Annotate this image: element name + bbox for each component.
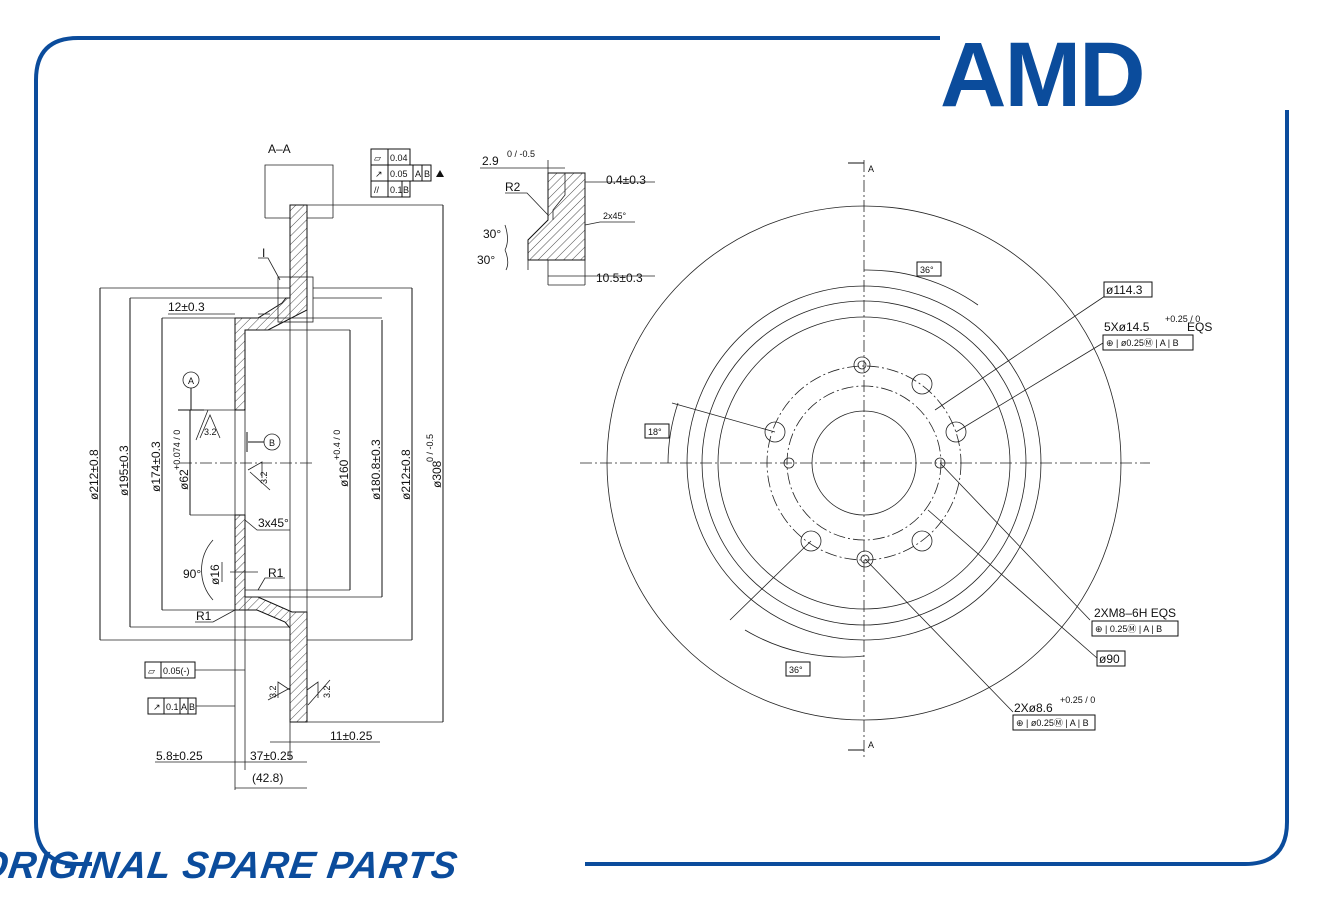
svg-text:EQS: EQS — [1187, 320, 1212, 334]
svg-text:+0.25 / 0: +0.25 / 0 — [1060, 695, 1095, 705]
detail-box — [277, 276, 314, 323]
svg-text:⊕ | ø0.25Ⓜ | A | B: ⊕ | ø0.25Ⓜ | A | B — [1106, 338, 1179, 348]
dim-d180: ø180.8±0.3 — [369, 439, 383, 500]
svg-text:3.2: 3.2 — [322, 685, 332, 698]
m8-holes — [783, 457, 946, 469]
dim-d160: ø160 — [337, 459, 351, 487]
svg-text:R1: R1 — [196, 609, 212, 623]
svg-text:A: A — [181, 702, 187, 712]
svg-text:2XM8–6H EQS: 2XM8–6H EQS — [1094, 606, 1176, 620]
locating-holes — [853, 356, 874, 568]
svg-text:0.05: 0.05 — [390, 169, 408, 179]
svg-text:2Xø8.6: 2Xø8.6 — [1014, 701, 1053, 715]
svg-text:A: A — [415, 169, 421, 179]
svg-text:3.2: 3.2 — [268, 685, 278, 698]
dim-d212-left: ø212±0.8 — [87, 449, 101, 500]
svg-text:ø16: ø16 — [208, 564, 222, 585]
dim-d62: ø62 — [177, 469, 191, 490]
dim-d308: ø308 — [430, 460, 444, 488]
svg-text://: // — [374, 185, 380, 195]
svg-text:11±0.25: 11±0.25 — [330, 729, 373, 743]
svg-text:↗: ↗ — [375, 169, 383, 179]
dim-d160-tol: +0.4 / 0 — [332, 430, 342, 460]
svg-text:0.05(-): 0.05(-) — [163, 666, 190, 676]
frame-border — [34, 36, 1289, 866]
dim-d62-tol: +0.074 / 0 — [172, 430, 182, 470]
svg-text:5.8±0.25: 5.8±0.25 — [156, 749, 203, 763]
svg-text:0.04: 0.04 — [390, 153, 408, 163]
svg-text:⊕ | ø0.25Ⓜ | A | B: ⊕ | ø0.25Ⓜ | A | B — [1016, 718, 1089, 728]
section-title: A–A — [268, 142, 291, 156]
svg-text:A: A — [188, 376, 194, 386]
dim-d212-right: ø212±0.8 — [399, 449, 413, 500]
svg-text:18°: 18° — [648, 427, 662, 437]
svg-text:2.9: 2.9 — [482, 154, 499, 168]
center-bore — [811, 410, 917, 516]
svg-text:B: B — [424, 169, 430, 179]
svg-text:+0.25 / 0: +0.25 / 0 — [1165, 314, 1200, 324]
svg-text:I: I — [262, 246, 265, 260]
rotor-section-upper — [234, 204, 308, 411]
svg-text:3.2: 3.2 — [259, 471, 269, 484]
svg-text:36°: 36° — [920, 265, 934, 275]
svg-text:0.4±0.3: 0.4±0.3 — [606, 173, 646, 187]
svg-text:3.2: 3.2 — [204, 427, 217, 437]
svg-text:36°: 36° — [789, 665, 803, 675]
dim-d174: ø174±0.3 — [149, 441, 163, 492]
svg-text:10.5±0.3: 10.5±0.3 — [596, 271, 643, 285]
svg-text:(42.8): (42.8) — [252, 771, 283, 785]
detail-view: 2.9 0 / -0.5 R2 30° 30° 0.4±0.3 2x45° 10… — [477, 149, 655, 286]
svg-text:▱: ▱ — [374, 153, 381, 163]
amd-logo: AMD — [940, 24, 1144, 126]
svg-text:A: A — [868, 740, 874, 750]
svg-text:0.1: 0.1 — [166, 702, 179, 712]
svg-text:30°: 30° — [477, 253, 495, 267]
svg-text:2x45°: 2x45° — [603, 211, 627, 221]
front-view: A A 36° 18° 36° ø114.3 5Xø14.5 +0.25 / 0… — [580, 160, 1212, 760]
svg-text:B: B — [269, 438, 275, 448]
svg-text:37±0.25: 37±0.25 — [250, 749, 294, 763]
svg-text:A: A — [868, 164, 874, 174]
svg-text:5Xø14.5: 5Xø14.5 — [1104, 320, 1150, 334]
dim-d195: ø195±0.3 — [117, 445, 131, 496]
svg-text:B: B — [189, 702, 195, 712]
svg-text:0 / -0.5: 0 / -0.5 — [507, 149, 535, 159]
bolt-circle — [766, 365, 962, 561]
svg-text:30°: 30° — [483, 227, 501, 241]
fcf-flatness: ▱ 0.05(-) — [144, 661, 245, 679]
svg-text:ø114.3: ø114.3 — [1106, 283, 1143, 297]
dim-w12: 12±0.3 — [168, 300, 205, 314]
svg-text:ø90: ø90 — [1099, 652, 1120, 666]
tagline: ORIGINAL SPARE PARTS — [0, 844, 461, 887]
svg-text:R2: R2 — [505, 180, 521, 194]
dim-d308-tol: 0 / -0.5 — [425, 434, 435, 462]
svg-text:B: B — [403, 185, 409, 195]
svg-text:⊕ | 0.25Ⓜ | A | B: ⊕ | 0.25Ⓜ | A | B — [1095, 624, 1162, 634]
outer-edge — [606, 205, 1122, 721]
dim-chamfer: 3x45° — [258, 516, 289, 530]
svg-text:R1: R1 — [268, 566, 284, 580]
dim-angle90: 90° — [183, 567, 201, 581]
svg-text:0.1: 0.1 — [390, 185, 403, 195]
wheel-bolt-holes — [764, 373, 967, 552]
svg-text:↗: ↗ — [153, 702, 161, 712]
svg-text:▱: ▱ — [148, 666, 155, 676]
